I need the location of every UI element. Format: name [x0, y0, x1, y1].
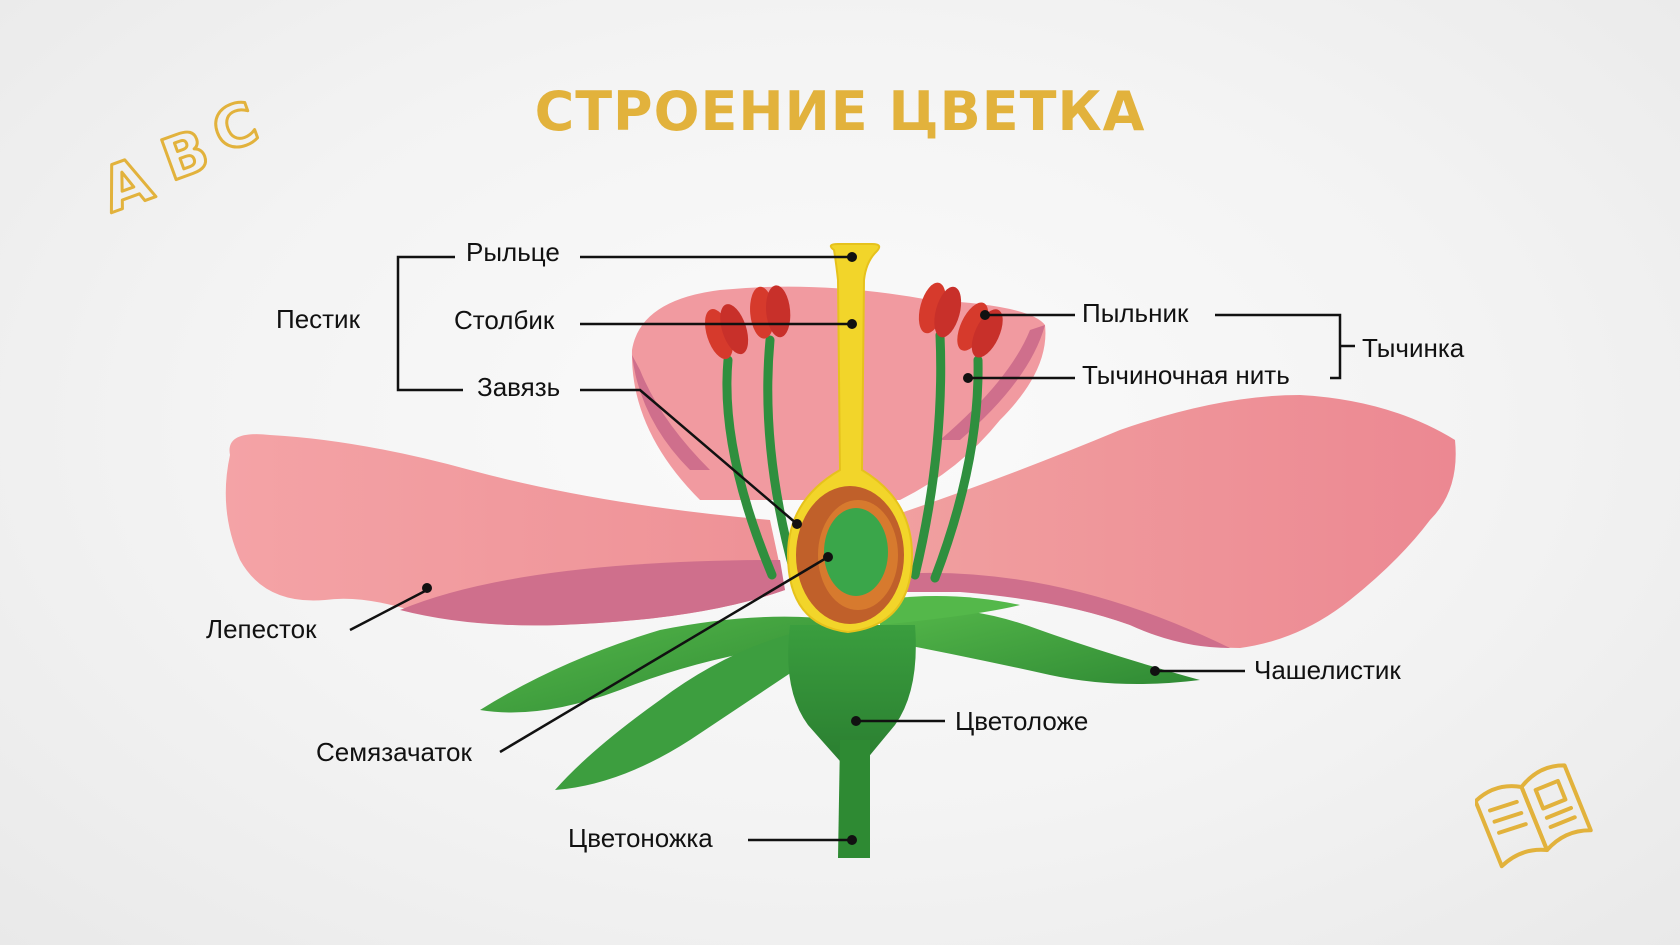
label-ovary: Завязь — [477, 372, 560, 402]
label-stigma: Рыльце — [466, 237, 560, 267]
label-anther: Пыльник — [1082, 298, 1188, 328]
label-receptacle: Цветоложе — [955, 706, 1088, 736]
label-stamen: Тычинка — [1362, 333, 1464, 363]
label-pistil: Пестик — [276, 304, 360, 334]
label-pedicel: Цветоножка — [568, 823, 713, 853]
dot-sepal — [1150, 666, 1160, 676]
label-ovule: Семязачаток — [316, 737, 472, 767]
label-sepal: Чашелистик — [1254, 655, 1401, 685]
dot-style — [847, 319, 857, 329]
label-style: Столбик — [454, 305, 554, 335]
ovule — [824, 508, 888, 596]
dot-receptacle — [851, 716, 861, 726]
label-filament: Тычиночная нить — [1082, 360, 1290, 390]
dot-ovule — [823, 552, 833, 562]
dot-stigma — [847, 252, 857, 262]
dot-ovary — [792, 519, 802, 529]
dot-petal — [422, 583, 432, 593]
dot-anther — [980, 310, 990, 320]
dot-pedicel — [847, 835, 857, 845]
dot-filament — [963, 373, 973, 383]
label-petal: Лепесток — [206, 614, 317, 644]
